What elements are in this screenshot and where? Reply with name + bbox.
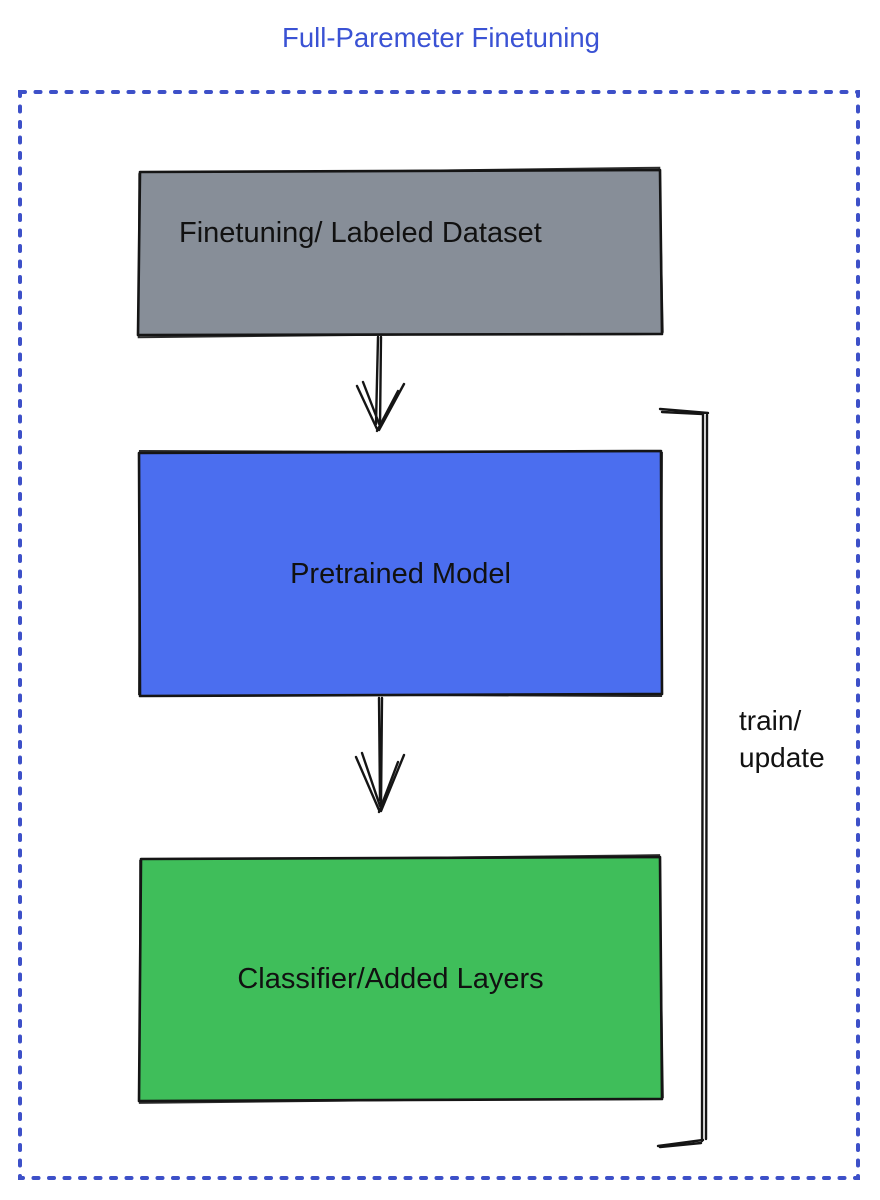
arrow-shaft <box>379 696 384 808</box>
dataset-box-shape <box>136 168 664 337</box>
diagram-title: Full-Paremeter Finetuning <box>282 22 600 53</box>
arrow-pretrained-to-classifier <box>354 696 406 814</box>
pretrained-box-label: Pretrained Model <box>290 558 511 590</box>
pretrained-box <box>137 449 664 698</box>
dataset-box-label: Finetuning/ Labeled Dataset <box>179 217 542 249</box>
bracket-bottom <box>658 1141 703 1149</box>
arrow-shaft <box>378 335 383 429</box>
arrow-head <box>355 384 379 431</box>
outer-dotted-border <box>18 90 860 1180</box>
arrow-head <box>361 380 382 428</box>
bracket-bottom <box>656 1138 705 1148</box>
arrow-head <box>375 389 400 433</box>
arrow-head <box>354 755 381 812</box>
arrow-dataset-to-pretrained <box>355 335 406 433</box>
classifier-box-label: Classifier/Added Layers <box>237 963 544 995</box>
arrow-head <box>377 760 400 814</box>
arrow-head <box>379 753 406 813</box>
bracket-vertical <box>704 413 709 1141</box>
train-update-label: train/ update <box>739 705 825 773</box>
arrow-shaft <box>374 335 380 426</box>
dataset-box <box>136 166 664 339</box>
classifier-box <box>137 854 664 1104</box>
arrow-shaft <box>377 696 382 802</box>
pretrained-box-shape <box>137 449 664 698</box>
classifier-box-shape <box>137 855 664 1103</box>
bracket-vertical <box>700 411 705 1143</box>
arrow-head <box>377 382 406 432</box>
bracket-top <box>660 410 705 416</box>
bracket-top <box>658 407 710 415</box>
arrow-head <box>360 751 382 808</box>
train-update-bracket <box>656 407 710 1149</box>
